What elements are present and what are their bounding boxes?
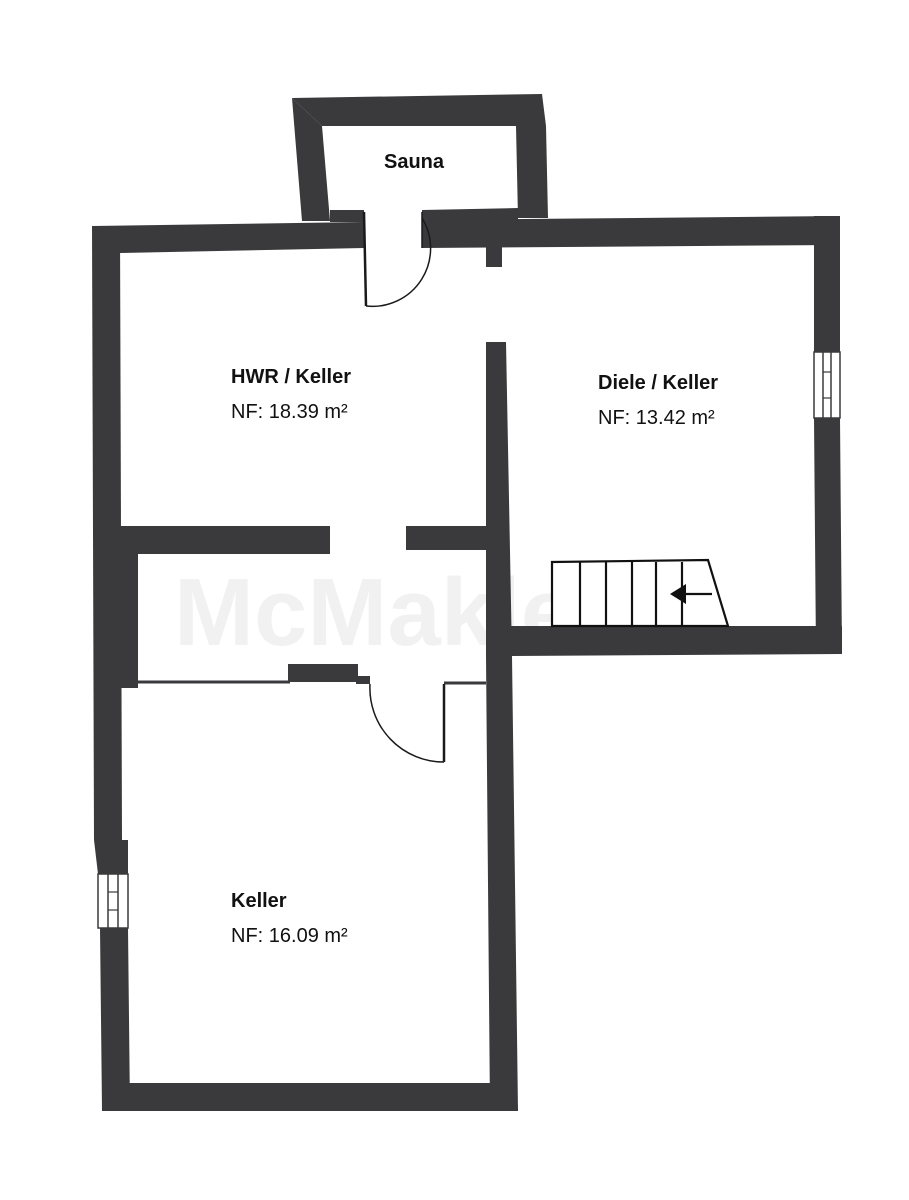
inner-walls	[120, 245, 512, 685]
door-keller	[369, 683, 446, 763]
stair-arrow-icon	[670, 584, 686, 604]
room-diele-name: Diele / Keller	[598, 372, 718, 394]
room-keller-name: Keller	[231, 890, 287, 912]
sauna-walls	[292, 94, 548, 222]
door-sauna	[362, 211, 432, 308]
room-keller: Keller NF: 16.09 m²	[231, 890, 348, 947]
staircase	[550, 558, 730, 628]
room-diele: Diele / Keller NF: 13.42 m²	[598, 372, 718, 429]
window-left	[97, 873, 129, 929]
outer-walls	[92, 216, 842, 1111]
room-hwr-area: NF: 18.39 m²	[231, 401, 348, 423]
window-right	[813, 351, 841, 419]
room-hwr-name: HWR / Keller	[231, 366, 351, 388]
room-sauna-name: Sauna	[384, 151, 445, 173]
room-keller-area: NF: 16.09 m²	[231, 925, 348, 947]
room-diele-area: NF: 13.42 m²	[598, 407, 715, 429]
room-hwr: HWR / Keller NF: 18.39 m²	[231, 366, 351, 423]
room-sauna: Sauna	[384, 151, 445, 173]
